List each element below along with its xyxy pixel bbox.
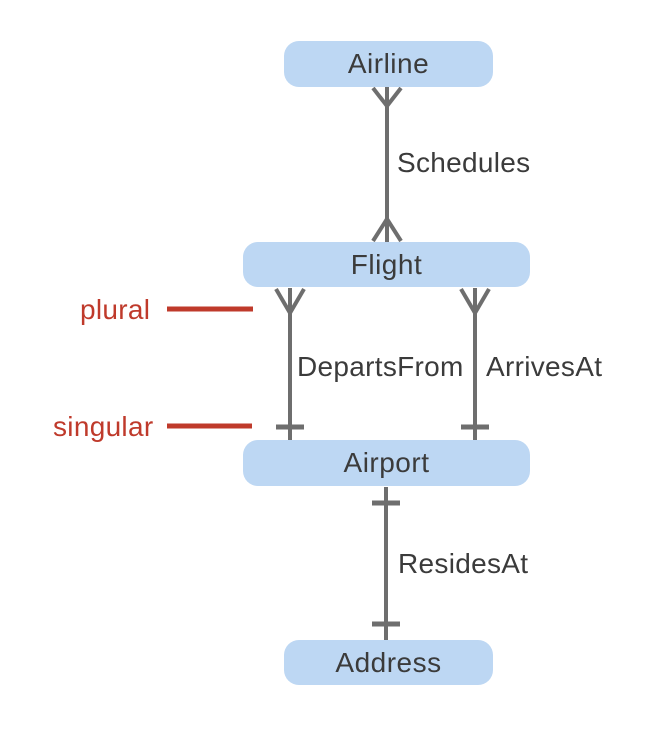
- annotation-singular: singular: [53, 411, 154, 442]
- crow-foot-marker-departs: [274, 287, 306, 315]
- relationship-label-schedules: Schedules: [397, 147, 531, 178]
- entity-address: Address: [284, 640, 493, 685]
- relationship-label-departs-from: DepartsFrom: [297, 351, 464, 382]
- entity-flight: Flight: [243, 242, 530, 287]
- departs-from-connector: [274, 287, 306, 440]
- annotation-plural: plural: [80, 294, 151, 325]
- crow-foot-marker-airline-end: [371, 86, 403, 108]
- entity-flight-label: Flight: [350, 248, 423, 280]
- entity-address-label: Address: [335, 646, 442, 678]
- entity-airport: Airport: [243, 440, 530, 486]
- crow-foot-marker-flight-top: [371, 217, 403, 243]
- entity-airline: Airline: [284, 41, 493, 87]
- relationship-label-resides-at: ResidesAt: [398, 548, 529, 579]
- schedules-connector: [371, 86, 403, 243]
- entity-airline-label: Airline: [347, 48, 430, 79]
- crow-foot-marker-arrives: [459, 287, 491, 315]
- relationship-label-arrives-at: ArrivesAt: [486, 351, 603, 382]
- entity-airport-label: Airport: [343, 447, 430, 478]
- arrives-at-connector: [459, 287, 491, 440]
- resides-at-connector: [372, 487, 400, 640]
